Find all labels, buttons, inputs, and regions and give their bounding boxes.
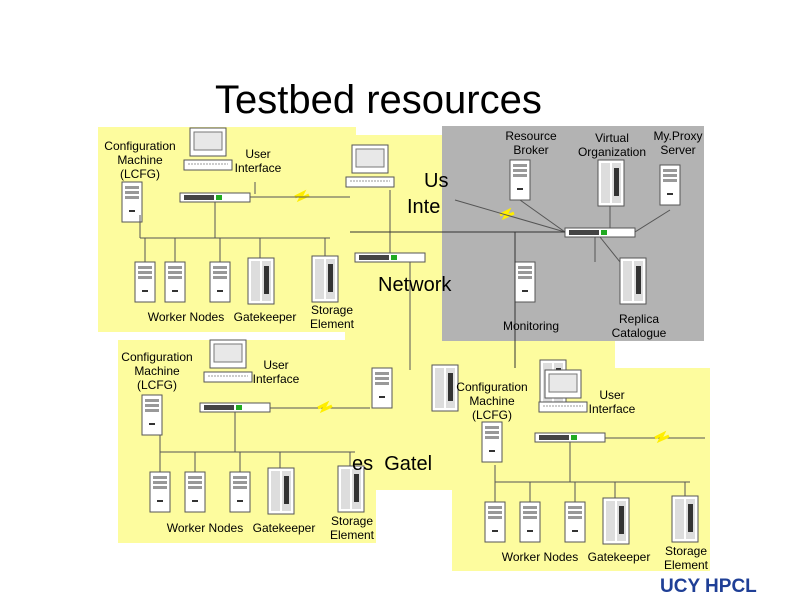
- slide-title: Testbed resources: [215, 78, 542, 122]
- site2-gatekeeper-label: Gatekeeper: [252, 521, 316, 535]
- site3-storage: [671, 495, 699, 543]
- monitoring-label: Monitoring: [502, 319, 560, 333]
- site3-bolt: [653, 432, 671, 442]
- site1-worker-2: [164, 261, 186, 303]
- site3-ui-pc: [538, 369, 588, 413]
- site3-gatekeeper-label: Gatekeeper: [587, 550, 651, 564]
- site3-config-label: Configuration Machine (LCFG): [456, 380, 528, 422]
- site1-ui-pc: [183, 127, 233, 171]
- myproxy-tower: [659, 164, 681, 206]
- replica-label: Replica Catalogue: [611, 312, 667, 340]
- site3-gatekeeper: [602, 497, 630, 545]
- resource-broker-label: Resource Broker: [505, 129, 557, 157]
- central-tower-icon: [371, 367, 393, 409]
- replica-rack: [619, 257, 647, 305]
- site2-config-tower: [141, 394, 163, 436]
- central-bottom-label: es Gatel: [352, 453, 433, 475]
- central-user-label: Us: [424, 170, 449, 192]
- site2-worker-3: [229, 471, 251, 513]
- site1-config-label: Configuration Machine (LCFG): [104, 139, 176, 181]
- site2-ui-pc: [203, 339, 253, 383]
- site3-worker-3: [564, 501, 586, 543]
- site1-workers-label: Worker Nodes: [147, 310, 225, 324]
- site1-bolt: [293, 191, 311, 201]
- site2-ui-label: User Interface: [252, 358, 300, 386]
- site2-bolt: [316, 402, 334, 412]
- virtual-org-rack: [597, 159, 625, 207]
- footer-logo-text: UCY HPCL: [660, 576, 757, 597]
- monitoring-tower: [514, 261, 536, 303]
- site2-switch: [199, 402, 271, 413]
- site1-worker-1: [134, 261, 156, 303]
- site3-storage-label: Storage Element: [663, 544, 709, 572]
- myproxy-label: My.Proxy Server: [653, 129, 703, 157]
- site2-worker-2: [184, 471, 206, 513]
- resource-broker-tower: [509, 159, 531, 201]
- site1-switch: [179, 192, 251, 203]
- site3-worker-1: [484, 501, 506, 543]
- site2-storage-label: Storage Element: [329, 514, 375, 542]
- site1-config-tower: [121, 181, 143, 223]
- site3-workers-label: Worker Nodes: [501, 550, 579, 564]
- site2-workers-label: Worker Nodes: [166, 521, 244, 535]
- central-switch-icon: [354, 252, 426, 263]
- site3-config-tower: [481, 421, 503, 463]
- site1-gatekeeper: [247, 257, 275, 305]
- network-label: Network: [378, 274, 452, 296]
- site2-worker-1: [149, 471, 171, 513]
- site1-gatekeeper-label: Gatekeeper: [233, 310, 297, 324]
- site2-gatekeeper: [267, 467, 295, 515]
- site3-worker-2: [519, 501, 541, 543]
- site3-switch: [534, 432, 606, 443]
- grid-switch: [564, 227, 636, 238]
- virtual-org-label: Virtual Organization: [577, 131, 647, 159]
- site3-ui-label: User Interface: [588, 388, 636, 416]
- site2-config-label: Configuration Machine (LCFG): [121, 350, 193, 392]
- site1-ui-label: User Interface: [234, 147, 282, 175]
- site1-storage-label: Storage Element: [309, 303, 355, 331]
- site1-storage: [311, 255, 339, 303]
- site1-worker-3: [209, 261, 231, 303]
- central-interface-label: Inte: [407, 196, 441, 218]
- central-pc-icon: [345, 144, 395, 188]
